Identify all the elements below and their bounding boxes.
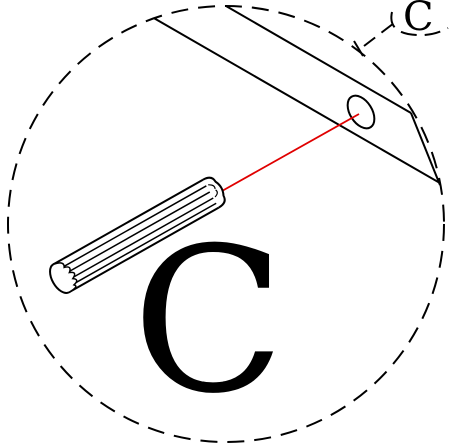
plate-inner-edge bbox=[225, 6, 412, 114]
plate-end-edge bbox=[410, 112, 441, 186]
detail-label: C bbox=[132, 205, 285, 438]
plate-hole bbox=[346, 94, 376, 130]
pointer-tool bbox=[49, 176, 226, 294]
callout-tick bbox=[353, 40, 364, 57]
plate bbox=[151, 6, 444, 191]
plate-top-edge bbox=[151, 16, 444, 191]
laser-line bbox=[221, 113, 360, 192]
callout-bubble-arc bbox=[390, 11, 449, 37]
callout-label: C bbox=[403, 0, 434, 40]
